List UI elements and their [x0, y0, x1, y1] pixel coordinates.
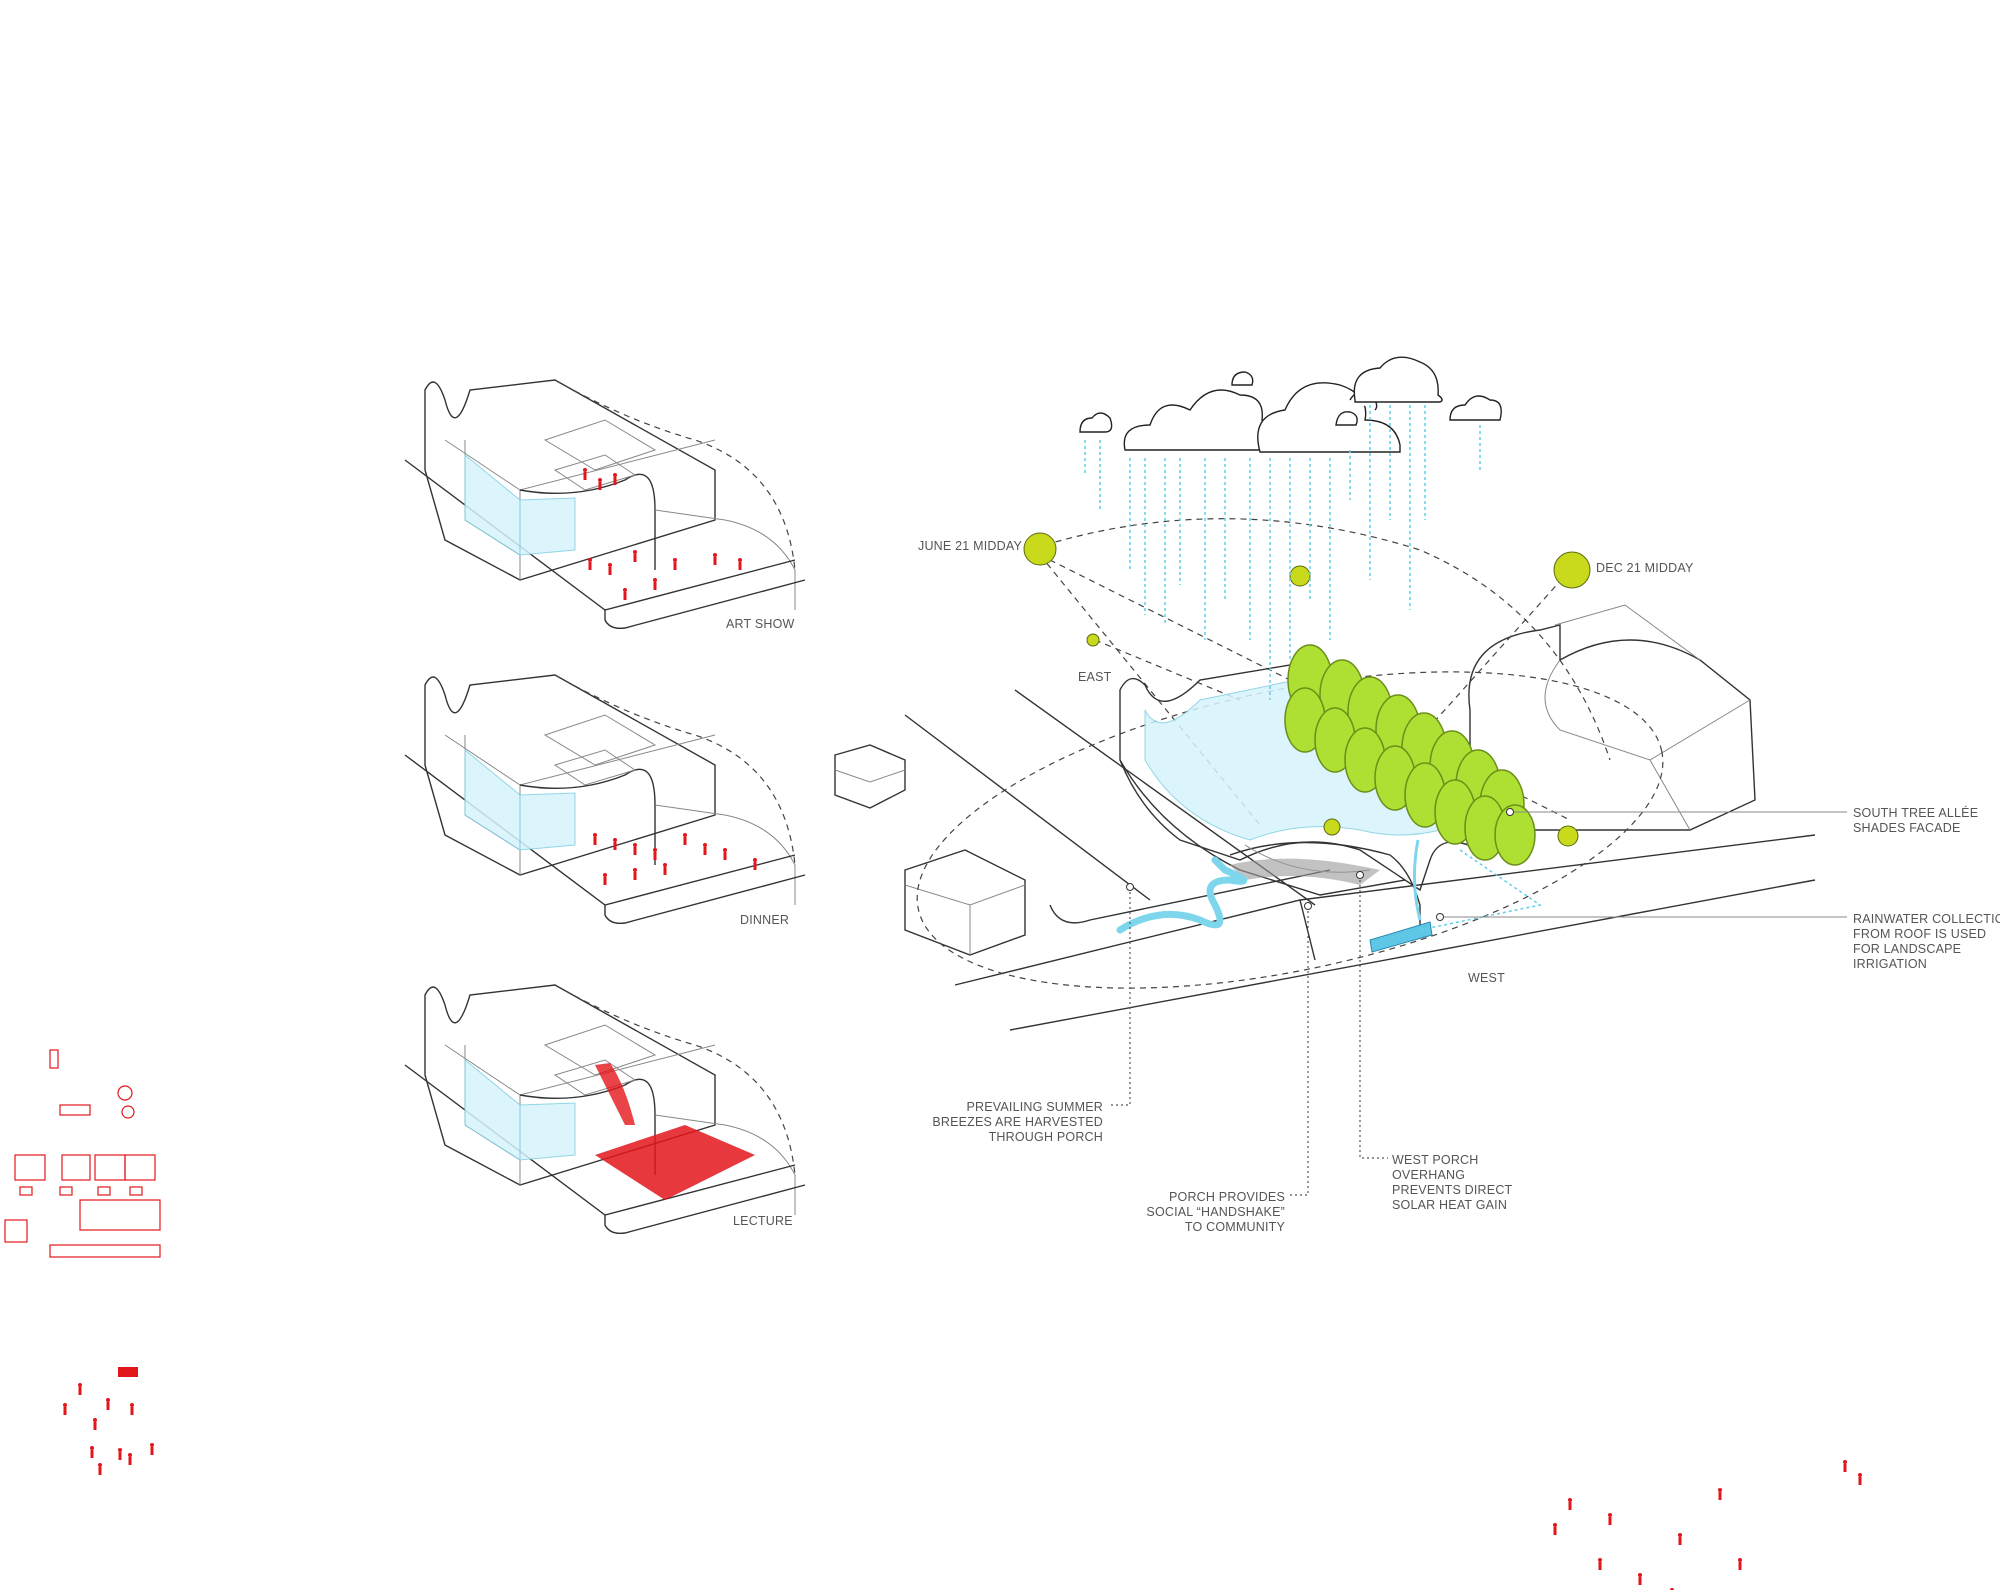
people-cluster: [593, 833, 757, 885]
label-dec-21-midday: DEC 21 MIDDAY: [1596, 561, 1694, 575]
sun-east-icon: [1086, 633, 1100, 647]
label-june-21-midday: JUNE 21 MIDDAY: [918, 539, 1022, 553]
cloud-icon: [1079, 356, 1502, 453]
people-crowd: [595, 1063, 755, 1200]
vignette-art-show: [404, 379, 806, 630]
vignette-label-dinner: DINNER: [740, 913, 790, 927]
sun-icon: [1557, 825, 1579, 847]
main-axonometric: [834, 356, 1847, 1196]
label-east: EAST: [1078, 670, 1112, 684]
people-scatter: [1553, 1460, 1862, 1590]
annotation-south-tree-allee: SOUTH TREE ALLÉE SHADES FACADE: [1853, 806, 1979, 835]
rain-arrows: [1084, 405, 1481, 700]
furniture-legend: [4, 1049, 161, 1258]
annotation-porch-handshake: PORCH PROVIDES SOCIAL “HANDSHAKE” TO COM…: [1146, 1190, 1285, 1234]
vignette-label-art-show: ART SHOW: [726, 617, 795, 631]
label-west: WEST: [1468, 971, 1505, 985]
legend-swatch: [118, 1367, 138, 1377]
south-tree-allee: [1284, 644, 1536, 866]
sun-june-21-icon: [1023, 532, 1057, 566]
vignette-lecture: [404, 984, 806, 1235]
sun-icon: [1323, 818, 1341, 836]
sun-dec-21-icon: [1553, 551, 1591, 589]
annotation-rainwater-collection: RAINWATER COLLECTION FROM ROOF IS USED F…: [1853, 912, 2000, 971]
sun-icon: [1289, 565, 1311, 587]
annotation-prevailing-breezes: PREVAILING SUMMER BREEZES ARE HARVESTED …: [932, 1100, 1103, 1144]
people-legend: [63, 1383, 154, 1475]
vignette-label-lecture: LECTURE: [733, 1214, 793, 1228]
annotation-west-porch-overhang: WEST PORCH OVERHANG PREVENTS DIRECT SOLA…: [1392, 1153, 1513, 1212]
vignette-dinner: [404, 674, 806, 925]
